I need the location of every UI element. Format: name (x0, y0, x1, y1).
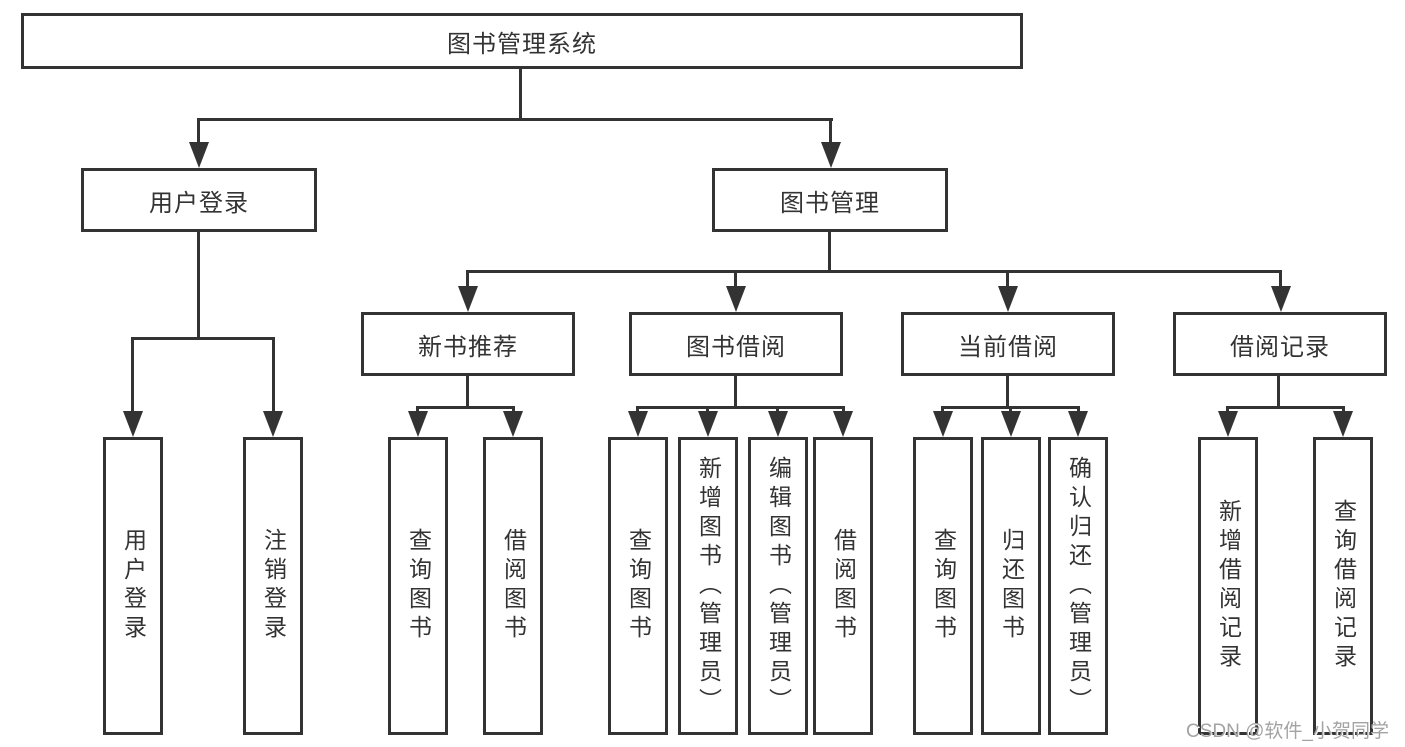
node-book-borrow-label: 图书借阅 (686, 333, 786, 361)
connector-root-split (197, 118, 833, 121)
node-new-books: 新书推荐 (361, 312, 575, 376)
leaf-current-query-label: 查询图书 (930, 528, 957, 644)
leaf-borrow-edit: 编辑图书（管理员） (748, 437, 808, 735)
connector-leaf-drop (636, 406, 639, 414)
leaf-borrow-add-label: 新增图书（管理员） (695, 455, 722, 717)
leaf-newbooks-query: 查询图书 (388, 437, 448, 735)
arrowhead-down-icon (1001, 411, 1021, 437)
leaf-current-return-label: 归还图书 (998, 528, 1025, 644)
node-borrow-records: 借阅记录 (1173, 312, 1387, 376)
connector-book-borrow-split (636, 406, 845, 409)
arrowhead-down-icon (768, 411, 788, 437)
connector-leaf-drop (1009, 406, 1012, 414)
connector-leaf-drop (1342, 406, 1345, 414)
node-user-login: 用户登录 (81, 168, 317, 232)
arrowhead-down-icon (1218, 411, 1238, 437)
connector-borrow-records-split (1226, 406, 1345, 409)
connector-l3-drop (1279, 270, 1282, 288)
node-current-borrow: 当前借阅 (901, 312, 1115, 376)
connector-leaf-drop (776, 406, 779, 414)
arrowhead-down-icon (833, 411, 853, 437)
connector-book-mgmt-drop (829, 118, 832, 144)
arrowhead-down-icon (503, 411, 523, 437)
arrowhead-down-icon (1271, 286, 1291, 312)
node-book-mgmt-label: 图书管理 (780, 189, 880, 217)
leaf-borrow-borrow: 借阅图书 (813, 437, 873, 735)
leaf-newbooks-borrow: 借阅图书 (483, 437, 543, 735)
arrowhead-down-icon (998, 286, 1018, 312)
connector-leaf-drop (1077, 406, 1080, 414)
connector-book-mgmt-stem (828, 232, 831, 270)
leaf-records-query: 查询借阅记录 (1313, 437, 1373, 735)
arrowhead-down-icon (933, 411, 953, 437)
connector-current-borrow-stem (1006, 376, 1009, 406)
node-user-login-label: 用户登录 (149, 189, 249, 217)
leaf-current-confirm-label: 确认归还（管理员） (1065, 455, 1092, 717)
arrowhead-down-icon (628, 411, 648, 437)
connector-leaf-drop (416, 406, 419, 414)
leaf-borrow-query: 查询图书 (608, 437, 668, 735)
connector-leaf-drop (272, 337, 275, 411)
leaf-logout-label: 注销登录 (260, 528, 287, 644)
leaf-user-login: 用户登录 (103, 437, 163, 735)
connector-leaf-drop (1226, 406, 1229, 414)
node-root-label: 图书管理系统 (447, 30, 597, 58)
leaf-borrow-edit-label: 编辑图书（管理员） (765, 455, 792, 717)
csdn-watermark: CSDN @软件_小贺同学 (1186, 721, 1389, 742)
connector-borrow-records-stem (1277, 376, 1280, 406)
connector-user-login-stem (197, 232, 200, 337)
arrowhead-down-icon (698, 411, 718, 437)
arrowhead-down-icon (1068, 411, 1088, 437)
connector-leaf-drop (131, 337, 134, 411)
leaf-current-return: 归还图书 (981, 437, 1041, 735)
connector-l3-drop (466, 270, 469, 288)
connector-leaf-drop (941, 406, 944, 414)
leaf-records-add-label: 新增借阅记录 (1215, 499, 1242, 673)
leaf-logout: 注销登录 (243, 437, 303, 735)
leaf-newbooks-query-label: 查询图书 (405, 528, 432, 644)
node-current-borrow-label: 当前借阅 (958, 333, 1058, 361)
node-borrow-records-label: 借阅记录 (1230, 333, 1330, 361)
connector-user-login-drop (197, 118, 200, 144)
leaf-newbooks-borrow-label: 借阅图书 (500, 528, 527, 644)
leaf-records-add: 新增借阅记录 (1198, 437, 1258, 735)
leaf-borrow-add: 新增图书（管理员） (678, 437, 738, 735)
leaf-records-query-label: 查询借阅记录 (1330, 499, 1357, 673)
arrowhead-down-icon (1333, 411, 1353, 437)
connector-user-login-split (131, 337, 275, 340)
connector-new-books-stem (466, 376, 469, 406)
connector-l3-drop (1006, 270, 1009, 288)
arrowhead-down-icon (726, 286, 746, 312)
node-root: 图书管理系统 (21, 13, 1023, 69)
arrowhead-down-icon (821, 142, 841, 168)
leaf-borrow-borrow-label: 借阅图书 (830, 528, 857, 644)
connector-leaf-drop (706, 406, 709, 414)
leaf-current-confirm: 确认归还（管理员） (1048, 437, 1108, 735)
leaf-user-login-label: 用户登录 (120, 528, 147, 644)
node-book-mgmt: 图书管理 (712, 168, 948, 232)
connector-root-stem (519, 69, 522, 120)
node-new-books-label: 新书推荐 (418, 333, 518, 361)
arrowhead-down-icon (458, 286, 478, 312)
arrowhead-down-icon (189, 142, 209, 168)
connector-book-mgmt-split (466, 270, 1282, 273)
arrowhead-down-icon (408, 411, 428, 437)
connector-book-borrow-stem (734, 376, 737, 406)
arrowhead-down-icon (263, 411, 283, 437)
connector-leaf-drop (512, 406, 515, 414)
leaf-borrow-query-label: 查询图书 (625, 528, 652, 644)
connector-l3-drop (734, 270, 737, 288)
arrowhead-down-icon (123, 411, 143, 437)
connector-new-books-split (416, 406, 515, 409)
leaf-current-query: 查询图书 (913, 437, 973, 735)
node-book-borrow: 图书借阅 (629, 312, 843, 376)
connector-leaf-drop (842, 406, 845, 414)
